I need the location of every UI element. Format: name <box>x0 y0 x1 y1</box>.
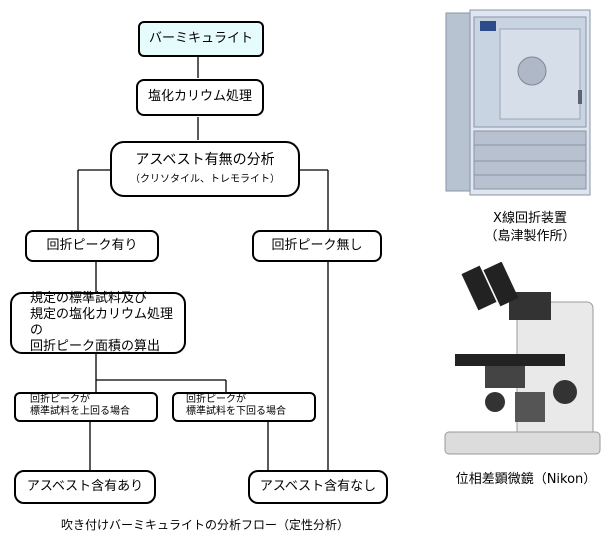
below-standard-box: 回折ピークが 標準試料を下回る場合 <box>172 392 316 422</box>
above-line-2: 標準試料を上回る場合 <box>30 406 130 417</box>
xrd-caption-line-1: X線回折装置 <box>493 211 567 226</box>
xrd-caption: X線回折装置 （島津製作所） <box>470 210 590 245</box>
peak-no-label: 回折ピーク無し <box>271 237 363 253</box>
figure-caption: 吹き付けバーミキュライトの分析フロー（定性分析） <box>60 518 349 532</box>
above-line-1: 回折ピークが <box>30 394 90 405</box>
peak-yes-box: 回折ピーク有り <box>25 230 159 262</box>
result-no-label: アスベスト含有なし <box>259 478 377 494</box>
result-yes-label: アスベスト含有あり <box>26 478 144 494</box>
calc-line-1: 規定の標準試料及び <box>30 290 148 306</box>
calc-line-2: 規定の塩化カリウム処理の <box>30 306 174 338</box>
peak-area-calc-box: 規定の標準試料及び 規定の塩化カリウム処理の 回折ピーク面積の算出 <box>10 290 186 355</box>
above-standard-box: 回折ピークが 標準試料を上回る場合 <box>14 392 158 422</box>
xrd-caption-line-2: （島津製作所） <box>484 228 576 244</box>
analysis-subtitle: （クリソタイル、トレモライト） <box>130 173 280 185</box>
analysis-title: アスベスト有無の分析 <box>135 152 275 168</box>
kcl-treatment-label: 塩化カリウム処理 <box>147 89 252 105</box>
microscope-image <box>444 262 601 455</box>
start-box: バーミキュライト <box>138 21 264 57</box>
kcl-treatment-box: 塩化カリウム処理 <box>136 79 264 116</box>
start-label: バーミキュライト <box>148 30 253 46</box>
result-asbestos-no-box: アスベスト含有なし <box>248 470 388 504</box>
peak-yes-label: 回折ピーク有り <box>46 237 138 253</box>
result-asbestos-yes-box: アスベスト含有あり <box>14 470 156 504</box>
below-line-1: 回折ピークが <box>186 394 246 405</box>
xrd-instrument-image <box>445 9 591 196</box>
microscope-caption: 位相差顕微鏡（Nikon） <box>455 472 597 487</box>
asbestos-analysis-box: アスベスト有無の分析 （クリソタイル、トレモライト） <box>110 141 300 197</box>
calc-line-3: 回折ピーク面積の算出 <box>30 339 161 355</box>
peak-no-box: 回折ピーク無し <box>252 230 382 262</box>
below-line-2: 標準試料を下回る場合 <box>186 406 286 417</box>
